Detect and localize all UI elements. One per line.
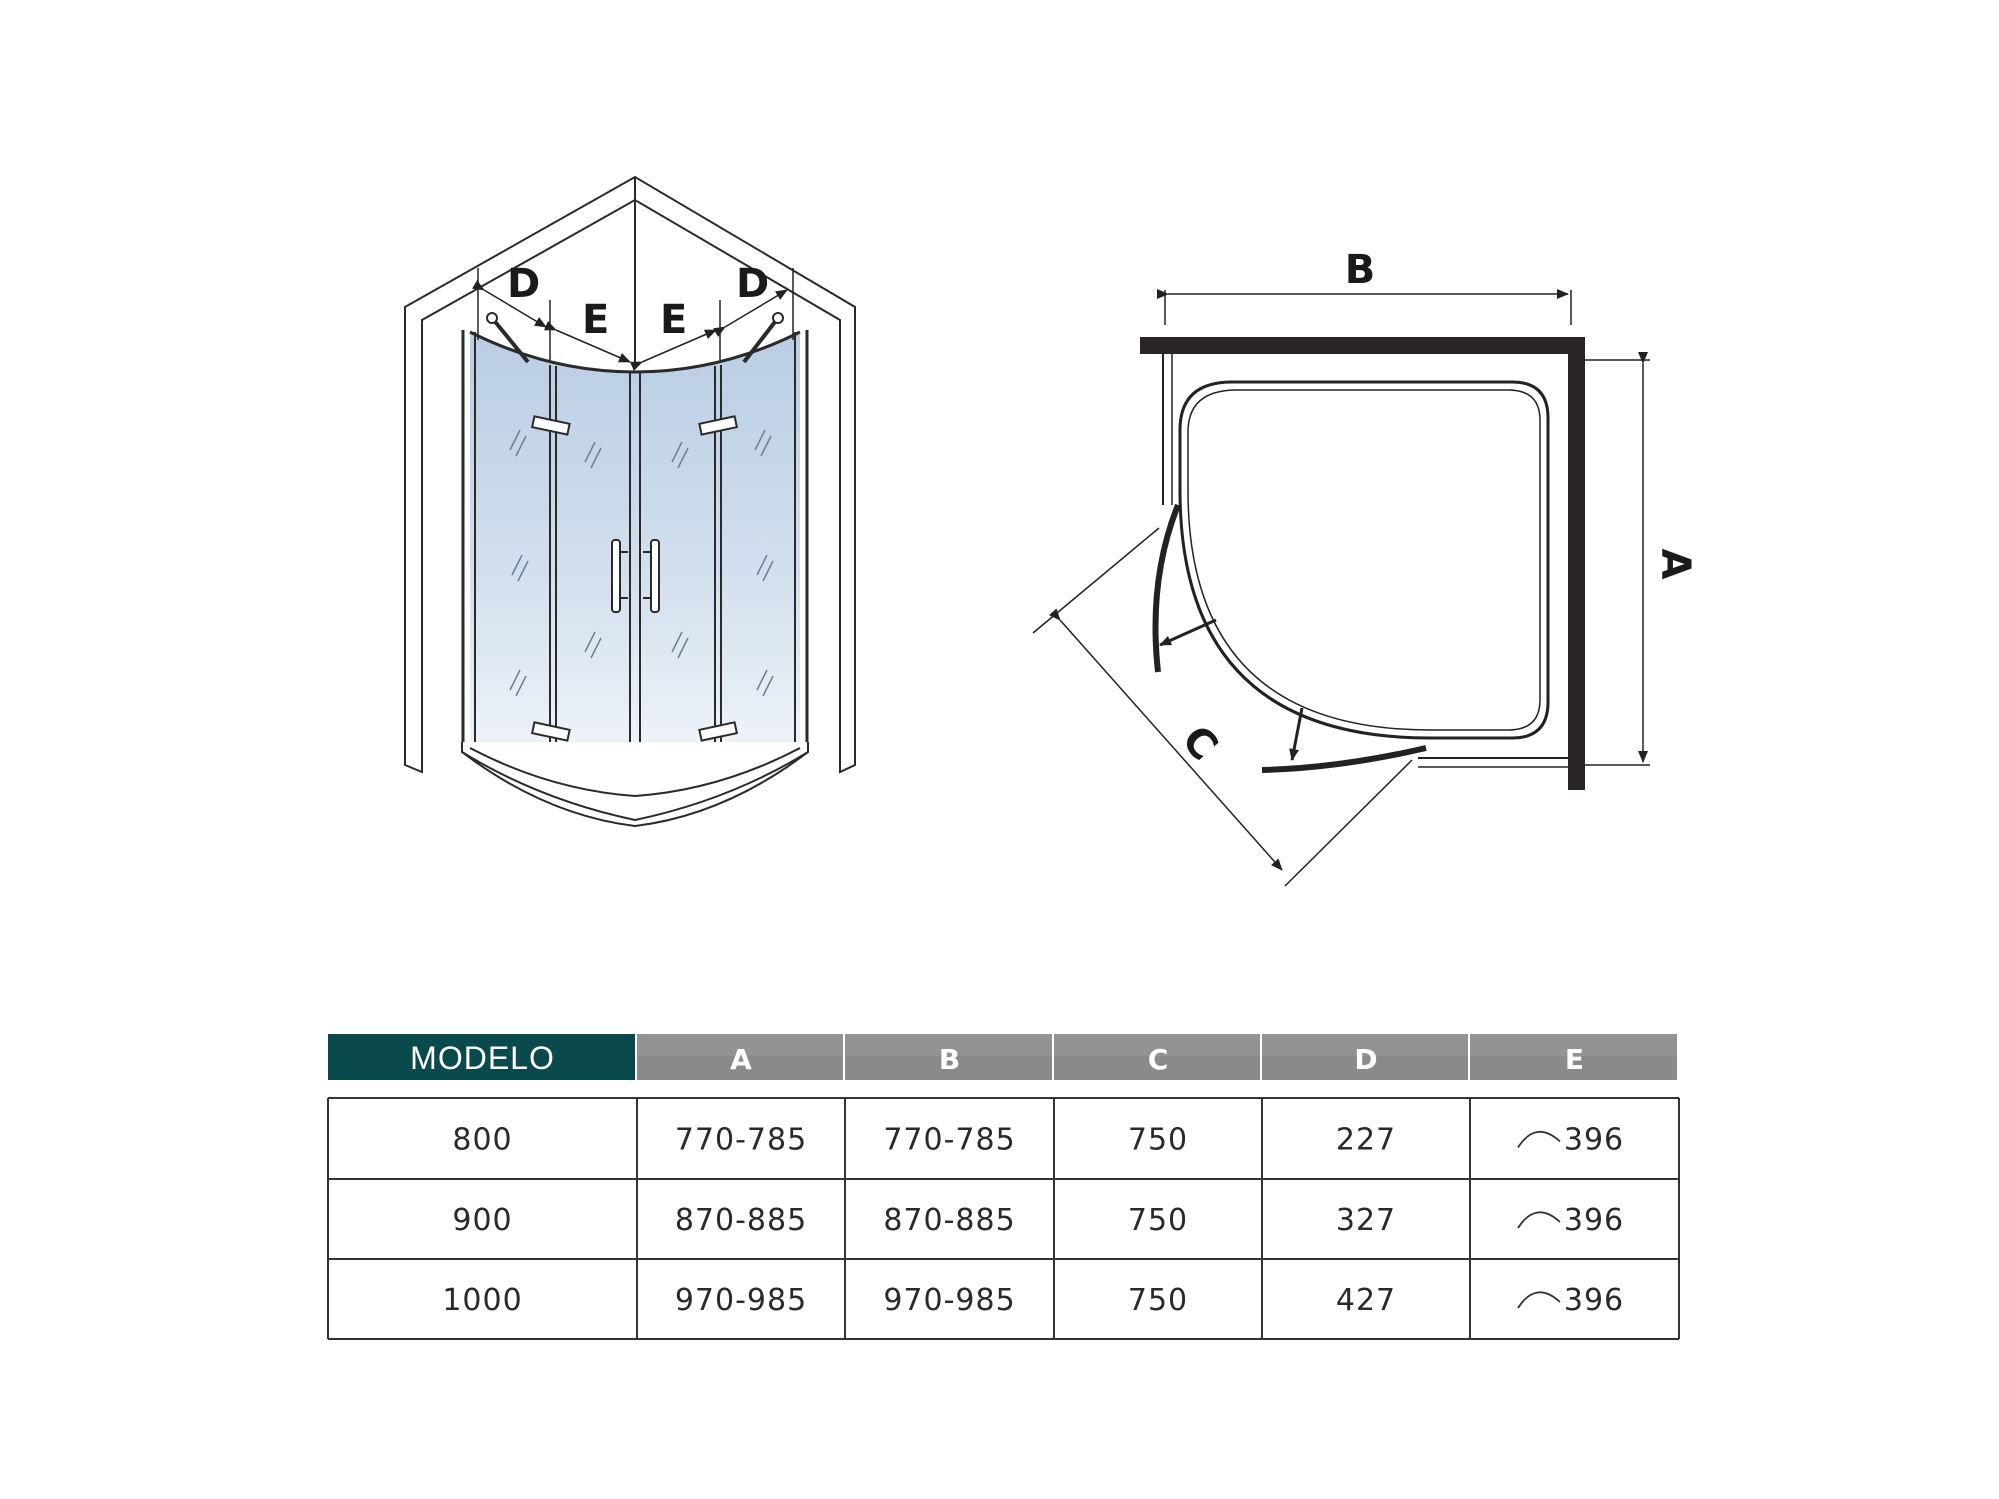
table-cell: 396: [1564, 1123, 1624, 1158]
table-cell: 870-885: [883, 1203, 1015, 1238]
header-cell-modelo: [328, 1034, 635, 1080]
table-cell: 800: [452, 1123, 512, 1158]
arc-icon: [1517, 1291, 1561, 1309]
label-d-right: D: [736, 261, 769, 307]
back-wall: [1140, 337, 1585, 354]
table-cell: 750: [1128, 1203, 1188, 1238]
label-b: B: [1345, 247, 1376, 293]
side-wall: [1568, 337, 1585, 790]
header-cell-shade: [1470, 1034, 1677, 1056]
table-cell: 396: [1564, 1283, 1624, 1318]
glass-reflections: [509, 429, 774, 697]
arc-icon: [1517, 1131, 1561, 1148]
shower-tray: [1178, 380, 1550, 740]
door-handles: [611, 539, 660, 613]
label-a: A: [1652, 549, 1698, 580]
header-label: A: [730, 1043, 752, 1076]
table-row: 1000 970-985 970-985 750 427 396: [442, 1283, 1624, 1318]
header-label: E: [1565, 1043, 1584, 1076]
table-cell: 1000: [442, 1283, 522, 1318]
header-cell-shade: [1262, 1034, 1468, 1056]
perspective-dimensions: [471, 268, 794, 371]
header-cell-shade: [1054, 1034, 1260, 1056]
table-cell: 327: [1336, 1203, 1396, 1238]
door-hinges: [530, 415, 739, 742]
label-d-left: D: [507, 261, 540, 307]
table-cell: 396: [1564, 1203, 1624, 1238]
table-cell: 870-885: [675, 1203, 807, 1238]
left-door-open: [1152, 503, 1181, 673]
table-header: MODELO A B C D E: [328, 1034, 1677, 1080]
header-label: C: [1148, 1043, 1169, 1076]
label-e-left: E: [582, 297, 609, 343]
plan-view: [1032, 289, 1650, 887]
table-body: 800 770-785 770-785 750 227 396 900 870-885 870-…: [327, 1097, 1680, 1340]
header-cell-shade: [637, 1034, 843, 1056]
table-cell: 970-985: [883, 1283, 1015, 1318]
header-label: MODELO: [410, 1040, 555, 1076]
glass-panels: [461, 330, 809, 828]
table-cell: 970-985: [675, 1283, 807, 1318]
table-cell: 427: [1336, 1283, 1396, 1318]
label-c: C: [1173, 717, 1227, 770]
table-cell: 227: [1336, 1123, 1396, 1158]
table-cell: 750: [1128, 1123, 1188, 1158]
header-label: B: [939, 1043, 960, 1076]
table-row: 900 870-885 870-885 750 327 396: [452, 1203, 1624, 1238]
table-cell: 900: [452, 1203, 512, 1238]
header-label: D: [1354, 1043, 1377, 1076]
label-e-right: E: [660, 297, 687, 343]
table-row: 800 770-785 770-785 750 227 396: [452, 1123, 1624, 1158]
right-door-open: [1261, 745, 1427, 773]
arc-icon: [1517, 1211, 1561, 1229]
table-cell: 770-785: [883, 1123, 1015, 1158]
header-cell-shade: [845, 1034, 1052, 1056]
perspective-view: D E E D: [404, 175, 856, 828]
table-cell: 750: [1128, 1283, 1188, 1318]
table-cell: 770-785: [675, 1123, 807, 1158]
